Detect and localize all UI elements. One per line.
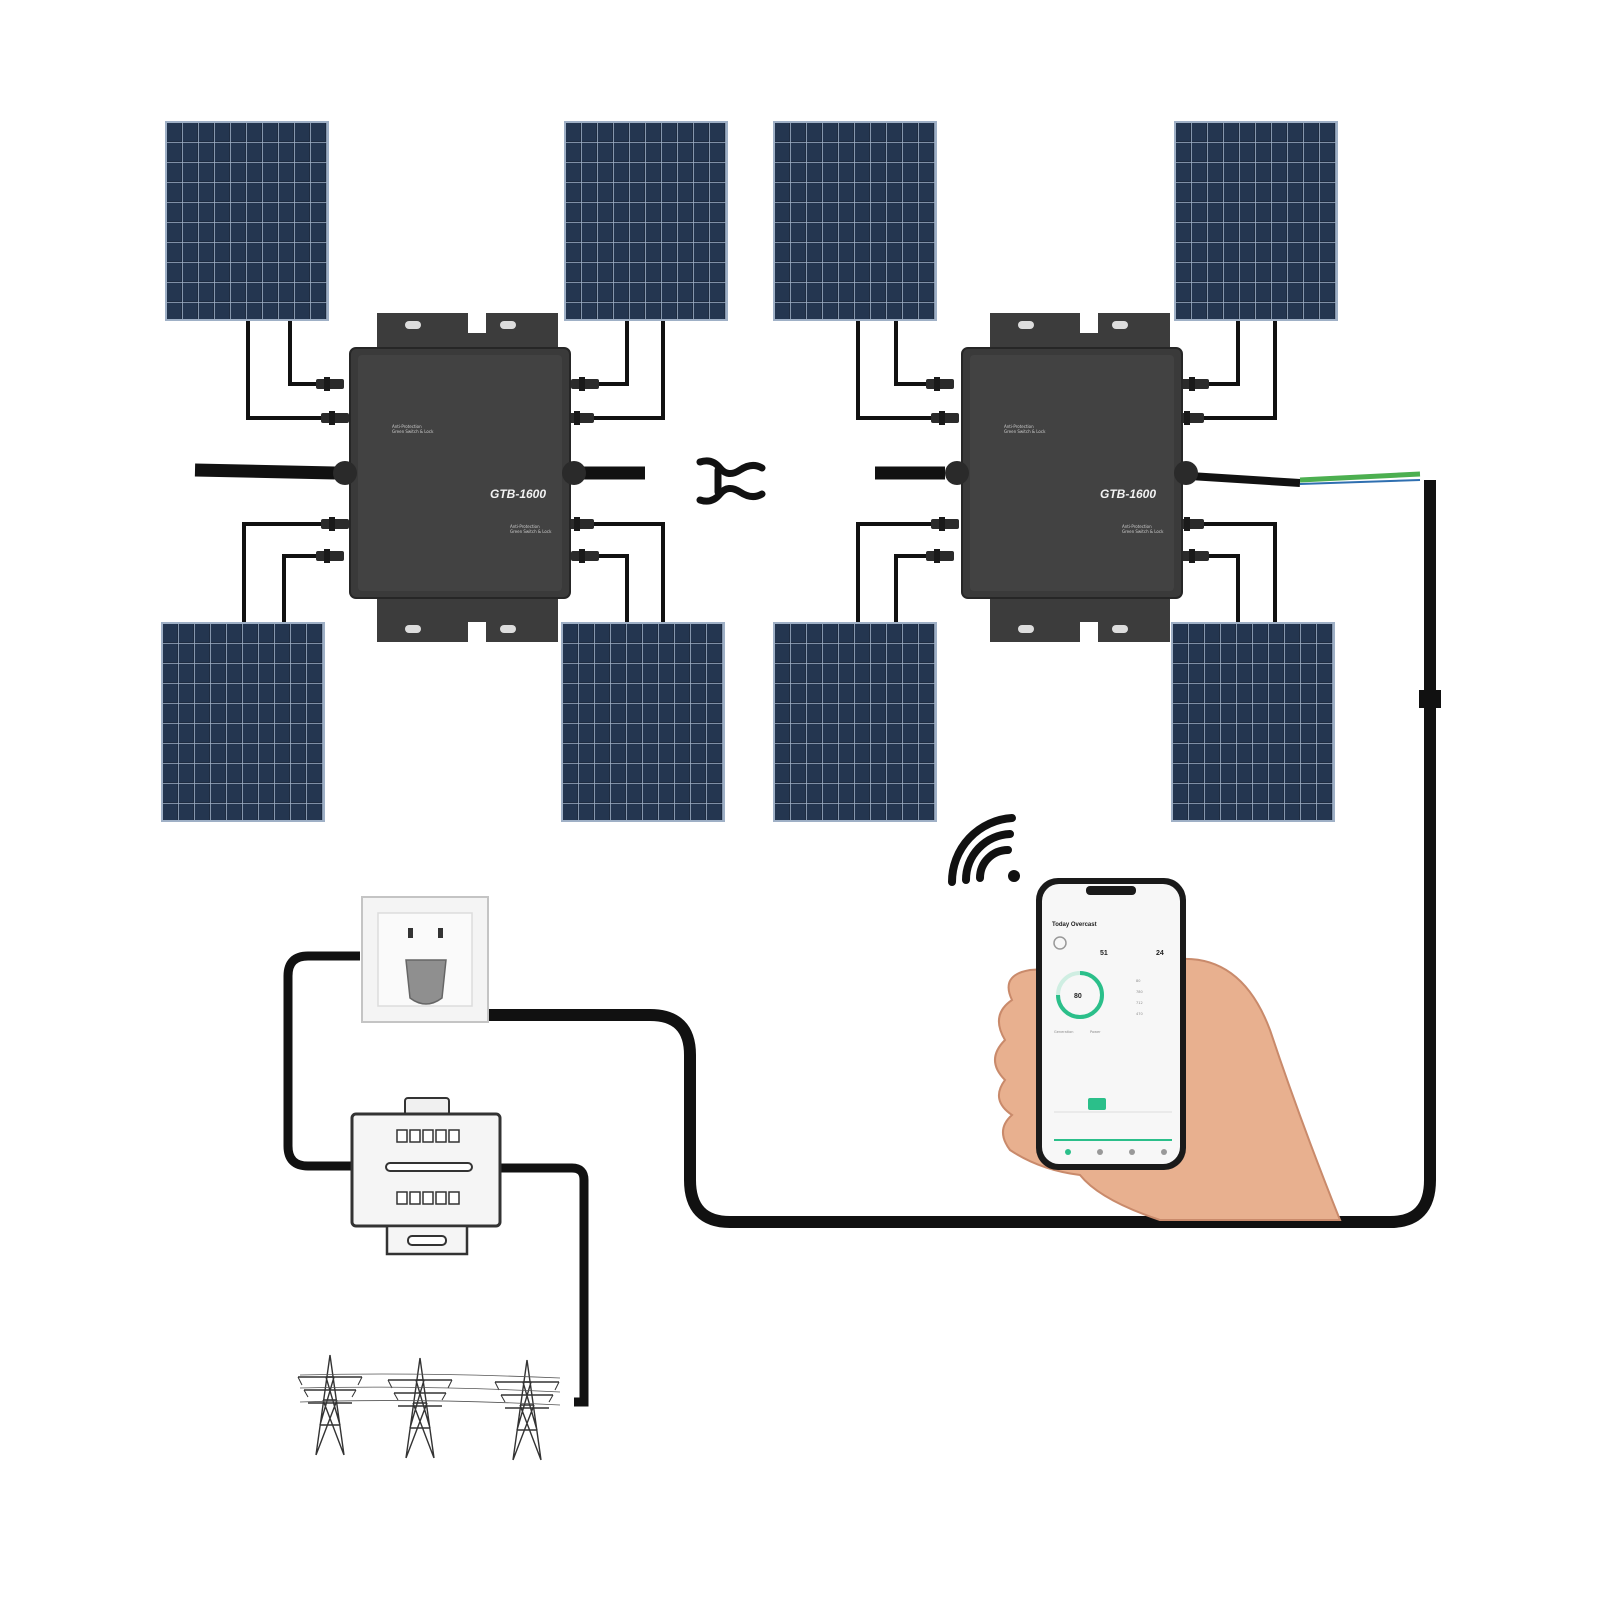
solar-panel-icon — [1171, 622, 1335, 822]
ac-cable-right-out — [1189, 472, 1301, 487]
solar-panel-icon — [161, 622, 325, 822]
ac-connector-icon — [696, 457, 766, 505]
app-nav-chart-icon[interactable] — [1097, 1149, 1103, 1155]
inverter-small-text: Anti-Protection — [1004, 424, 1034, 429]
inverter-small-text: Anti-Protection — [1122, 524, 1152, 529]
app-tab[interactable]: Generation — [1054, 1030, 1074, 1034]
dc-connector — [926, 549, 954, 563]
app-nav-settings-icon[interactable] — [1161, 1149, 1167, 1155]
app-row-value: 80 — [1136, 979, 1140, 983]
solar-panel-icon — [773, 121, 937, 321]
solar-panel-icon — [564, 121, 728, 321]
inverter-small-text: Green Switch & Lock — [510, 529, 552, 534]
dc-wires-left — [242, 318, 665, 623]
dc-connector — [316, 377, 344, 391]
solar-panel-icon — [165, 121, 329, 321]
app-row-value: 470 — [1136, 1012, 1143, 1016]
app-stat: 51 — [1100, 950, 1108, 957]
app-stat: 24 — [1156, 950, 1164, 957]
dc-connector — [321, 411, 349, 425]
app-bar — [1088, 1098, 1106, 1110]
inverter-model-label: GTB-1600 — [1100, 487, 1156, 501]
ground-wire — [1299, 471, 1421, 483]
inverter-small-text: Anti-Protection — [392, 424, 422, 429]
inverter-small-text: Green Switch & Lock — [392, 429, 434, 434]
app-gauge-value: 80 — [1074, 993, 1082, 1000]
dc-wires-right — [856, 318, 1277, 623]
app-row-value: 780 — [1136, 990, 1143, 994]
ground-wire — [1299, 479, 1421, 485]
dc-connector — [1181, 549, 1209, 563]
dc-connector — [316, 549, 344, 563]
inverter-group-left: GTB-1600 Anti-Protection Green Switch & … — [161, 121, 728, 822]
electric-meter-icon — [350, 1097, 502, 1256]
inverter-small-text: Green Switch & Lock — [1122, 529, 1164, 534]
wall-socket-icon — [361, 896, 489, 1023]
microinverter-icon: GTB-1600 Anti-Protection Green Switch & … — [333, 313, 586, 642]
microinverter-icon: GTB-1600 Anti-Protection Green Switch & … — [945, 313, 1198, 642]
smartphone-icon: Today Overcast 51 24 80 80 780 712 470 G… — [1036, 878, 1186, 1170]
inverter-small-text: Anti-Protection — [510, 524, 540, 529]
ac-cable-left-in — [194, 463, 336, 480]
power-tower-icon — [297, 1354, 561, 1461]
wifi-icon — [947, 814, 1020, 886]
dc-connector — [1181, 377, 1209, 391]
inverter-group-right: GTB-1600 Anti-Protection Green Switch & … — [417, 121, 1441, 1228]
app-tab[interactable]: Power — [1090, 1030, 1101, 1034]
dc-connector — [321, 517, 349, 531]
app-nav-home-icon[interactable] — [1065, 1149, 1071, 1155]
inverter-small-text: Green Switch & Lock — [1004, 429, 1046, 434]
grid-wire — [283, 951, 360, 1171]
dc-connector — [571, 377, 599, 391]
solar-panel-icon — [773, 622, 937, 822]
solar-panel-icon — [561, 622, 725, 822]
app-nav-alert-icon[interactable] — [1129, 1149, 1135, 1155]
app-title: Today Overcast — [1052, 922, 1097, 928]
dc-connector — [931, 411, 959, 425]
app-row-value: 712 — [1136, 1001, 1143, 1005]
dc-connector — [571, 549, 599, 563]
grid-wire — [500, 1163, 589, 1407]
dc-connector — [931, 517, 959, 531]
dc-connector — [926, 377, 954, 391]
solar-panel-icon — [1174, 121, 1338, 321]
inverter-model-label: GTB-1600 — [490, 487, 546, 501]
